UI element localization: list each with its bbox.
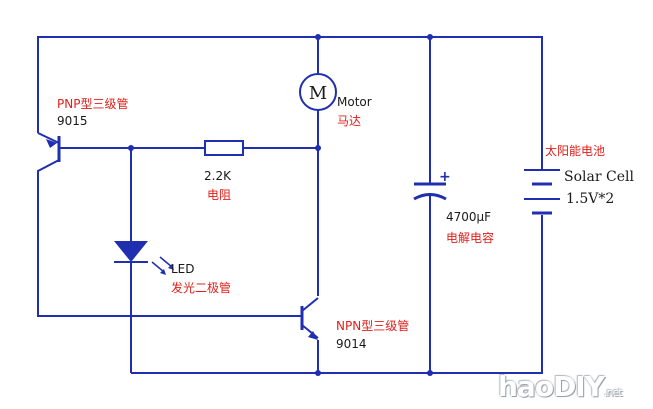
led-light-ray — [159, 256, 173, 268]
resistor-value: 2.2K — [204, 169, 231, 183]
motor-symbol — [299, 73, 337, 111]
watermark-text: haoDIY — [498, 370, 605, 403]
led-light-arrow — [168, 264, 174, 270]
junction-dot — [427, 370, 433, 376]
npn-collector-lead — [301, 297, 319, 312]
pnp-label: PNP型三级管 — [57, 97, 129, 111]
npn-part-number: 9014 — [336, 337, 367, 351]
capacitor-label: 电解电容 — [446, 231, 495, 245]
npn-arrow — [308, 331, 318, 340]
led-diode-triangle — [114, 241, 148, 262]
junction-dot — [427, 34, 433, 40]
junction-dot — [315, 370, 321, 376]
pnp-collector-wire — [37, 159, 302, 317]
junction-dot — [315, 145, 321, 151]
motor-label: 马达 — [337, 114, 362, 128]
junction-dot — [315, 34, 321, 40]
junction-dot — [128, 145, 134, 151]
motor-glyph: M — [309, 83, 327, 104]
top-rail-wire — [37, 36, 543, 170]
resistor-symbol — [204, 140, 244, 156]
motor-value: Motor — [337, 95, 372, 109]
npn-label: NPN型三级管 — [336, 319, 410, 333]
resistor-label: 电阻 — [207, 188, 232, 202]
capacitor-polarity: + — [439, 169, 451, 185]
pnp-part-number: 9015 — [57, 114, 88, 128]
solar-spec: 1.5V*2 — [566, 191, 615, 207]
led-value: LED — [171, 262, 195, 276]
bottom-rail-wire — [131, 215, 543, 374]
capacitor-value: 4700µF — [446, 210, 492, 224]
pnp-arrow — [46, 139, 57, 148]
capacitor-plate-bottom — [413, 193, 447, 201]
pnp-emitter-wire — [37, 132, 60, 144]
solar-label: 太阳能电池 — [545, 144, 606, 158]
watermark-suffix: .net — [604, 386, 623, 399]
led-label: 发光二极管 — [171, 281, 232, 295]
solar-value: Solar Cell — [564, 169, 634, 185]
led-light-arrow — [160, 269, 166, 275]
watermark-logo: haoDIY.net — [498, 370, 623, 403]
led-light-ray — [151, 261, 165, 273]
